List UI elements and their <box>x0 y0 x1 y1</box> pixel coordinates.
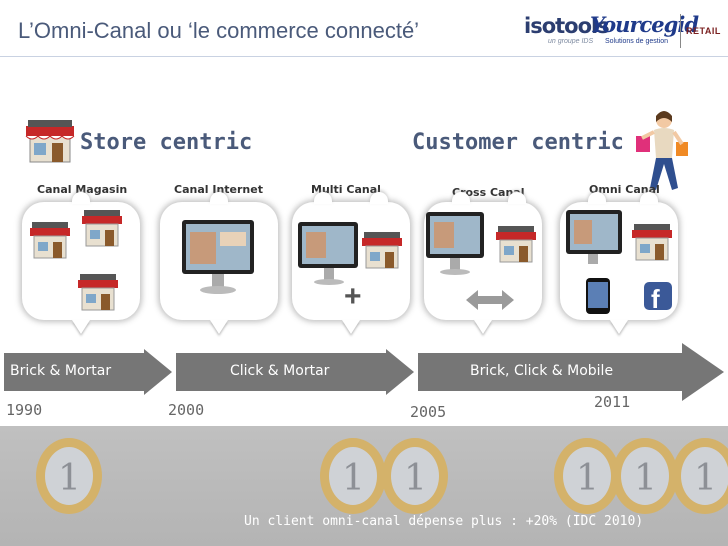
cross-canal-label: Cross Canal <box>452 186 525 199</box>
monitor-shop-phone-facebook-icon: f <box>566 210 672 314</box>
plus-icon: + <box>344 280 362 313</box>
header-divider <box>0 56 728 57</box>
retail-logo: RETAIL <box>686 26 721 36</box>
canal-internet-label: Canal Internet <box>174 183 263 196</box>
year-2000: 2000 <box>168 401 205 419</box>
euro-coin-icon: 1 <box>612 438 678 514</box>
yourcegid-logo-subtitle: Solutions de gestion <box>605 38 669 45</box>
slide-title: L’Omni-Canal ou ‘le commerce connecté’ <box>18 18 420 43</box>
euro-coin-icon: 1 <box>672 438 728 514</box>
customer-centric-heading: Customer centric <box>412 130 624 155</box>
isotools-logo-subtitle: un groupe IDS <box>548 38 594 45</box>
svg-text:1: 1 <box>404 458 427 499</box>
euro-coin-icon: 1 <box>554 438 620 514</box>
monitor-shop-arrows-icon <box>426 212 536 310</box>
yourcegid-logo: Yourcegid <box>590 12 699 37</box>
cross-canal-bubble <box>424 192 542 334</box>
store-centric-heading: Store centric <box>80 130 253 155</box>
euro-coin-icon: 1 <box>382 438 448 514</box>
isotools-logo: isotools <box>524 14 610 38</box>
canal-magasin-label: Canal Magasin <box>37 183 128 196</box>
band-brick-mortar-label: Brick & Mortar <box>10 363 112 379</box>
shopper-illustration-icon <box>636 111 688 190</box>
band-click-mortar: Click & Mortar <box>176 349 416 395</box>
shop-icon <box>30 210 122 311</box>
omni-channel-stat: Un client omni-canal dépense plus : +20%… <box>244 514 644 529</box>
omni-canal-label: Omni Canal <box>589 183 660 196</box>
omni-canal-bubble: f <box>560 192 678 334</box>
svg-text:1: 1 <box>694 458 717 499</box>
year-2005: 2005 <box>410 403 447 421</box>
logo-divider <box>680 14 681 48</box>
canal-internet-bubble <box>160 192 278 334</box>
multi-canal-label: Multi Canal <box>311 183 381 196</box>
multi-canal-bubble: + <box>292 192 410 334</box>
canal-magasin-bubble <box>22 192 140 334</box>
euro-coin-icon: 1 <box>320 438 386 514</box>
monitor-shop-icon <box>298 222 402 285</box>
band-click-mortar-label: Click & Mortar <box>230 363 330 379</box>
year-1990: 1990 <box>6 401 43 419</box>
euro-coin-icon: 1 <box>36 438 102 514</box>
shop-icon <box>25 120 75 163</box>
svg-text:1: 1 <box>576 458 599 499</box>
year-2011: 2011 <box>594 393 631 411</box>
band-brick-mortar: Brick & Mortar <box>4 349 174 395</box>
svg-text:1: 1 <box>342 458 365 499</box>
monitor-icon <box>182 220 254 294</box>
svg-text:1: 1 <box>634 458 657 499</box>
band-brick-click-mobile-label: Brick, Click & Mobile <box>470 363 614 379</box>
svg-text:1: 1 <box>58 458 81 499</box>
svg-text:f: f <box>651 284 660 314</box>
band-brick-click-mobile: Brick, Click & Mobile <box>418 343 726 401</box>
